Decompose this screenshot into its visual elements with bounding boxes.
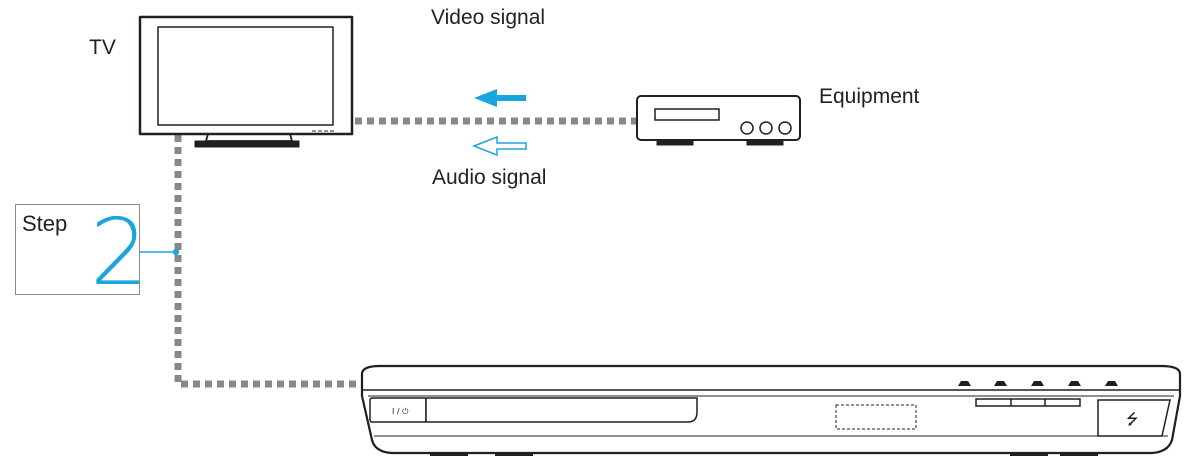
player-icon: I / ⏻ ⭍ (360, 364, 1182, 456)
audio-signal-label: Audio signal (432, 166, 547, 189)
tv-label: TV (89, 36, 116, 59)
cables (174, 117, 636, 388)
usb-cover (1097, 399, 1171, 437)
tv-to-player-cable (174, 135, 362, 388)
usb-icon: ⭍ (1126, 410, 1139, 428)
player-top-buttons (958, 381, 1118, 386)
video-signal-arrow (474, 89, 526, 107)
step-number: 2 (90, 199, 149, 306)
disc-tray (425, 397, 698, 423)
video-signal-label: Video signal (431, 6, 546, 29)
step-pointer (140, 248, 180, 256)
step-callout: Step 2 (15, 204, 149, 299)
front-display (835, 404, 917, 430)
tv-icon (138, 15, 354, 148)
power-label: I / ⏻ (392, 407, 409, 416)
equipment-icon (636, 95, 801, 146)
audio-signal-arrow (471, 135, 527, 157)
step-word: Step (22, 211, 68, 236)
equipment-label: Equipment (819, 85, 920, 108)
control-buttons (975, 398, 1081, 407)
